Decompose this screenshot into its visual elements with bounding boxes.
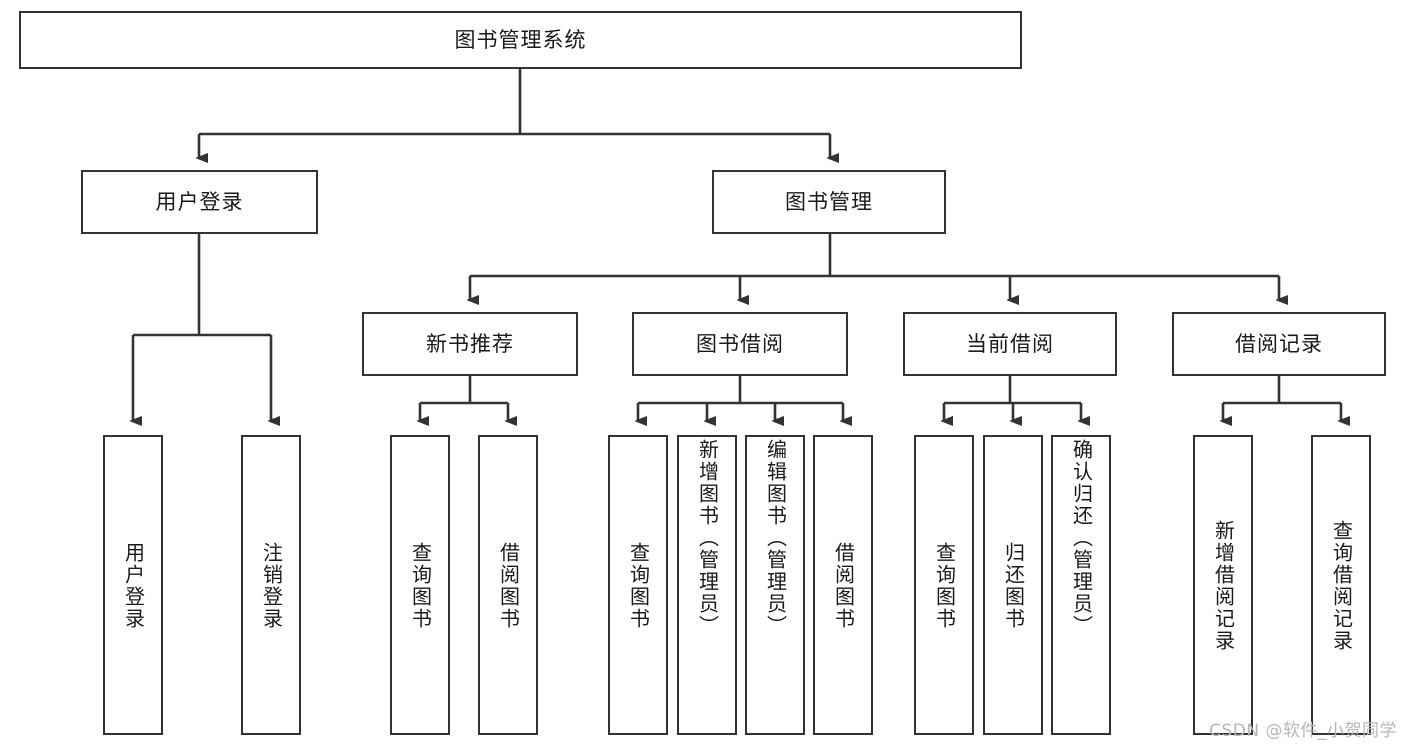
node-user-login-label: 用户登录: [155, 189, 244, 214]
node-root[interactable]: 图书管理系统: [19, 11, 1022, 69]
node-book-borrow-label: 图书借阅: [696, 331, 784, 356]
leaf-user-login-label: 用户登录: [121, 542, 146, 630]
leaf-return-book[interactable]: 归还图书: [983, 435, 1043, 735]
node-user-login[interactable]: 用户登录: [81, 170, 318, 234]
leaf-logout[interactable]: 注销登录: [241, 435, 301, 735]
leaf-add-borrow-record-label: 新增借阅记录: [1211, 520, 1236, 652]
leaf-logout-label: 注销登录: [259, 542, 284, 630]
node-book-borrow[interactable]: 图书借阅: [632, 312, 848, 376]
leaf-query-book-current[interactable]: 查询图书: [914, 435, 974, 735]
node-borrow-records[interactable]: 借阅记录: [1172, 312, 1386, 376]
node-borrow-records-label: 借阅记录: [1235, 331, 1323, 356]
leaf-user-login[interactable]: 用户登录: [103, 435, 163, 735]
node-current-borrow-label: 当前借阅: [966, 331, 1054, 356]
leaf-return-book-label: 归还图书: [1001, 542, 1026, 630]
leaf-query-borrow-record-label: 查询借阅记录: [1329, 520, 1354, 652]
leaf-confirm-return-admin[interactable]: 确认归还（管理员）: [1051, 435, 1111, 735]
node-new-book-recommend[interactable]: 新书推荐: [362, 312, 578, 376]
leaf-add-borrow-record[interactable]: 新增借阅记录: [1193, 435, 1253, 735]
watermark-text: CSDN @软件_小贺同学: [1209, 721, 1397, 741]
leaf-confirm-return-admin-label: 确认归还（管理员）: [1069, 439, 1094, 637]
leaf-edit-book-admin[interactable]: 编辑图书（管理员）: [745, 435, 805, 735]
node-current-borrow[interactable]: 当前借阅: [903, 312, 1117, 376]
node-new-book-recommend-label: 新书推荐: [426, 331, 514, 356]
node-book-management[interactable]: 图书管理: [712, 170, 946, 234]
leaf-query-book-borrow-label: 查询图书: [626, 542, 651, 630]
node-root-label: 图书管理系统: [454, 27, 587, 52]
leaf-query-book-recommend[interactable]: 查询图书: [390, 435, 450, 735]
leaf-add-book-admin[interactable]: 新增图书（管理员）: [677, 435, 737, 735]
leaf-borrow-book-label: 借阅图书: [831, 542, 856, 630]
leaf-query-book-borrow[interactable]: 查询图书: [608, 435, 668, 735]
leaf-add-book-admin-label: 新增图书（管理员）: [695, 439, 720, 637]
leaf-borrow-book[interactable]: 借阅图书: [813, 435, 873, 735]
leaf-query-book-current-label: 查询图书: [932, 542, 957, 630]
leaf-query-book-recommend-label: 查询图书: [408, 542, 433, 630]
leaf-borrow-book-recommend-label: 借阅图书: [496, 542, 521, 630]
leaf-query-borrow-record[interactable]: 查询借阅记录: [1311, 435, 1371, 735]
node-book-management-label: 图书管理: [785, 189, 873, 214]
leaf-borrow-book-recommend[interactable]: 借阅图书: [478, 435, 538, 735]
leaf-edit-book-admin-label: 编辑图书（管理员）: [763, 439, 788, 637]
